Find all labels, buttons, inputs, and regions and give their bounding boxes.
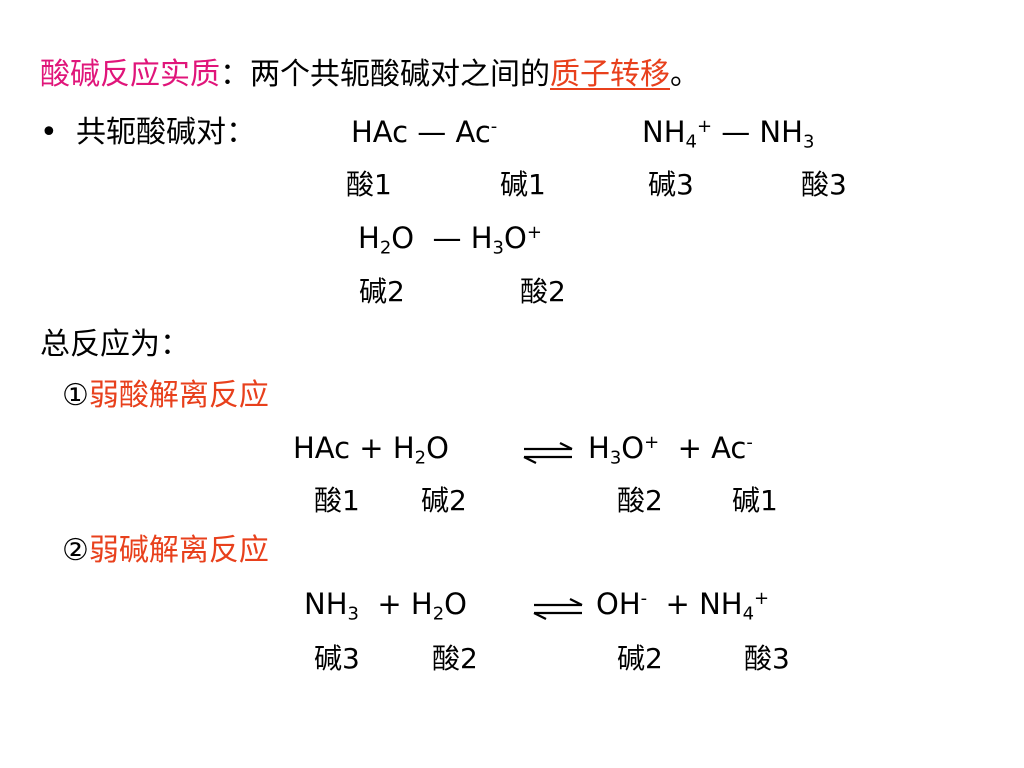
pair2-right-role: 酸3 (801, 168, 847, 201)
reaction2-equilibrium-arrow (533, 598, 583, 620)
pair1-right-role: 碱1 (500, 168, 546, 201)
reaction1-title: ①弱酸解离反应 (62, 381, 269, 411)
pair1-formula: HAc — Ac- (351, 115, 498, 149)
reaction2-role-3: 碱2 (617, 642, 663, 675)
pairs-label: 共轭酸碱对： (76, 115, 256, 150)
reaction2-role-2: 酸2 (432, 642, 478, 675)
pair2-left-role: 碱3 (648, 168, 694, 201)
reaction1-equilibrium-arrow (523, 442, 573, 464)
reaction1-role-4: 碱1 (732, 484, 778, 517)
heading-highlight: 质子转移 (550, 57, 670, 92)
reaction2-products: OH- + NH4+ (596, 587, 770, 625)
reaction2-role-1: 碱3 (314, 642, 360, 675)
total-label: 总反应为： (40, 327, 190, 362)
heading-text: ：两个共轭酸碱对之间的 (220, 57, 550, 92)
pair1-left-role: 酸1 (346, 168, 392, 201)
bullet: • (40, 115, 58, 150)
pair3-left-role: 碱2 (359, 275, 405, 308)
reaction1-role-3: 酸2 (617, 484, 663, 517)
reaction1-products: H3O+ + Ac- (588, 431, 753, 469)
reaction2-reactants: NH3 + H2O (304, 587, 467, 625)
reaction1-role-2: 碱2 (421, 484, 467, 517)
reaction1-role-1: 酸1 (314, 484, 360, 517)
heading-term: 酸碱反应实质 (40, 57, 220, 92)
reaction2-number: ② (62, 533, 89, 568)
pair3-formula: H2O — H3O+ (358, 221, 542, 259)
pair2-formula: NH4+ — NH3 (642, 115, 815, 153)
pair3-right-role: 酸2 (520, 275, 566, 308)
reaction2-title: ②弱碱解离反应 (62, 536, 269, 566)
heading-end: 。 (670, 57, 700, 92)
reaction2-title-text: 弱碱解离反应 (88, 533, 269, 568)
heading-line: 酸碱反应实质：两个共轭酸碱对之间的质子转移。 (40, 60, 700, 90)
reaction1-reactants: HAc + H2O (293, 431, 449, 469)
reaction1-number: ① (62, 378, 89, 413)
reaction1-title-text: 弱酸解离反应 (88, 378, 269, 413)
reaction2-role-4: 酸3 (744, 642, 790, 675)
